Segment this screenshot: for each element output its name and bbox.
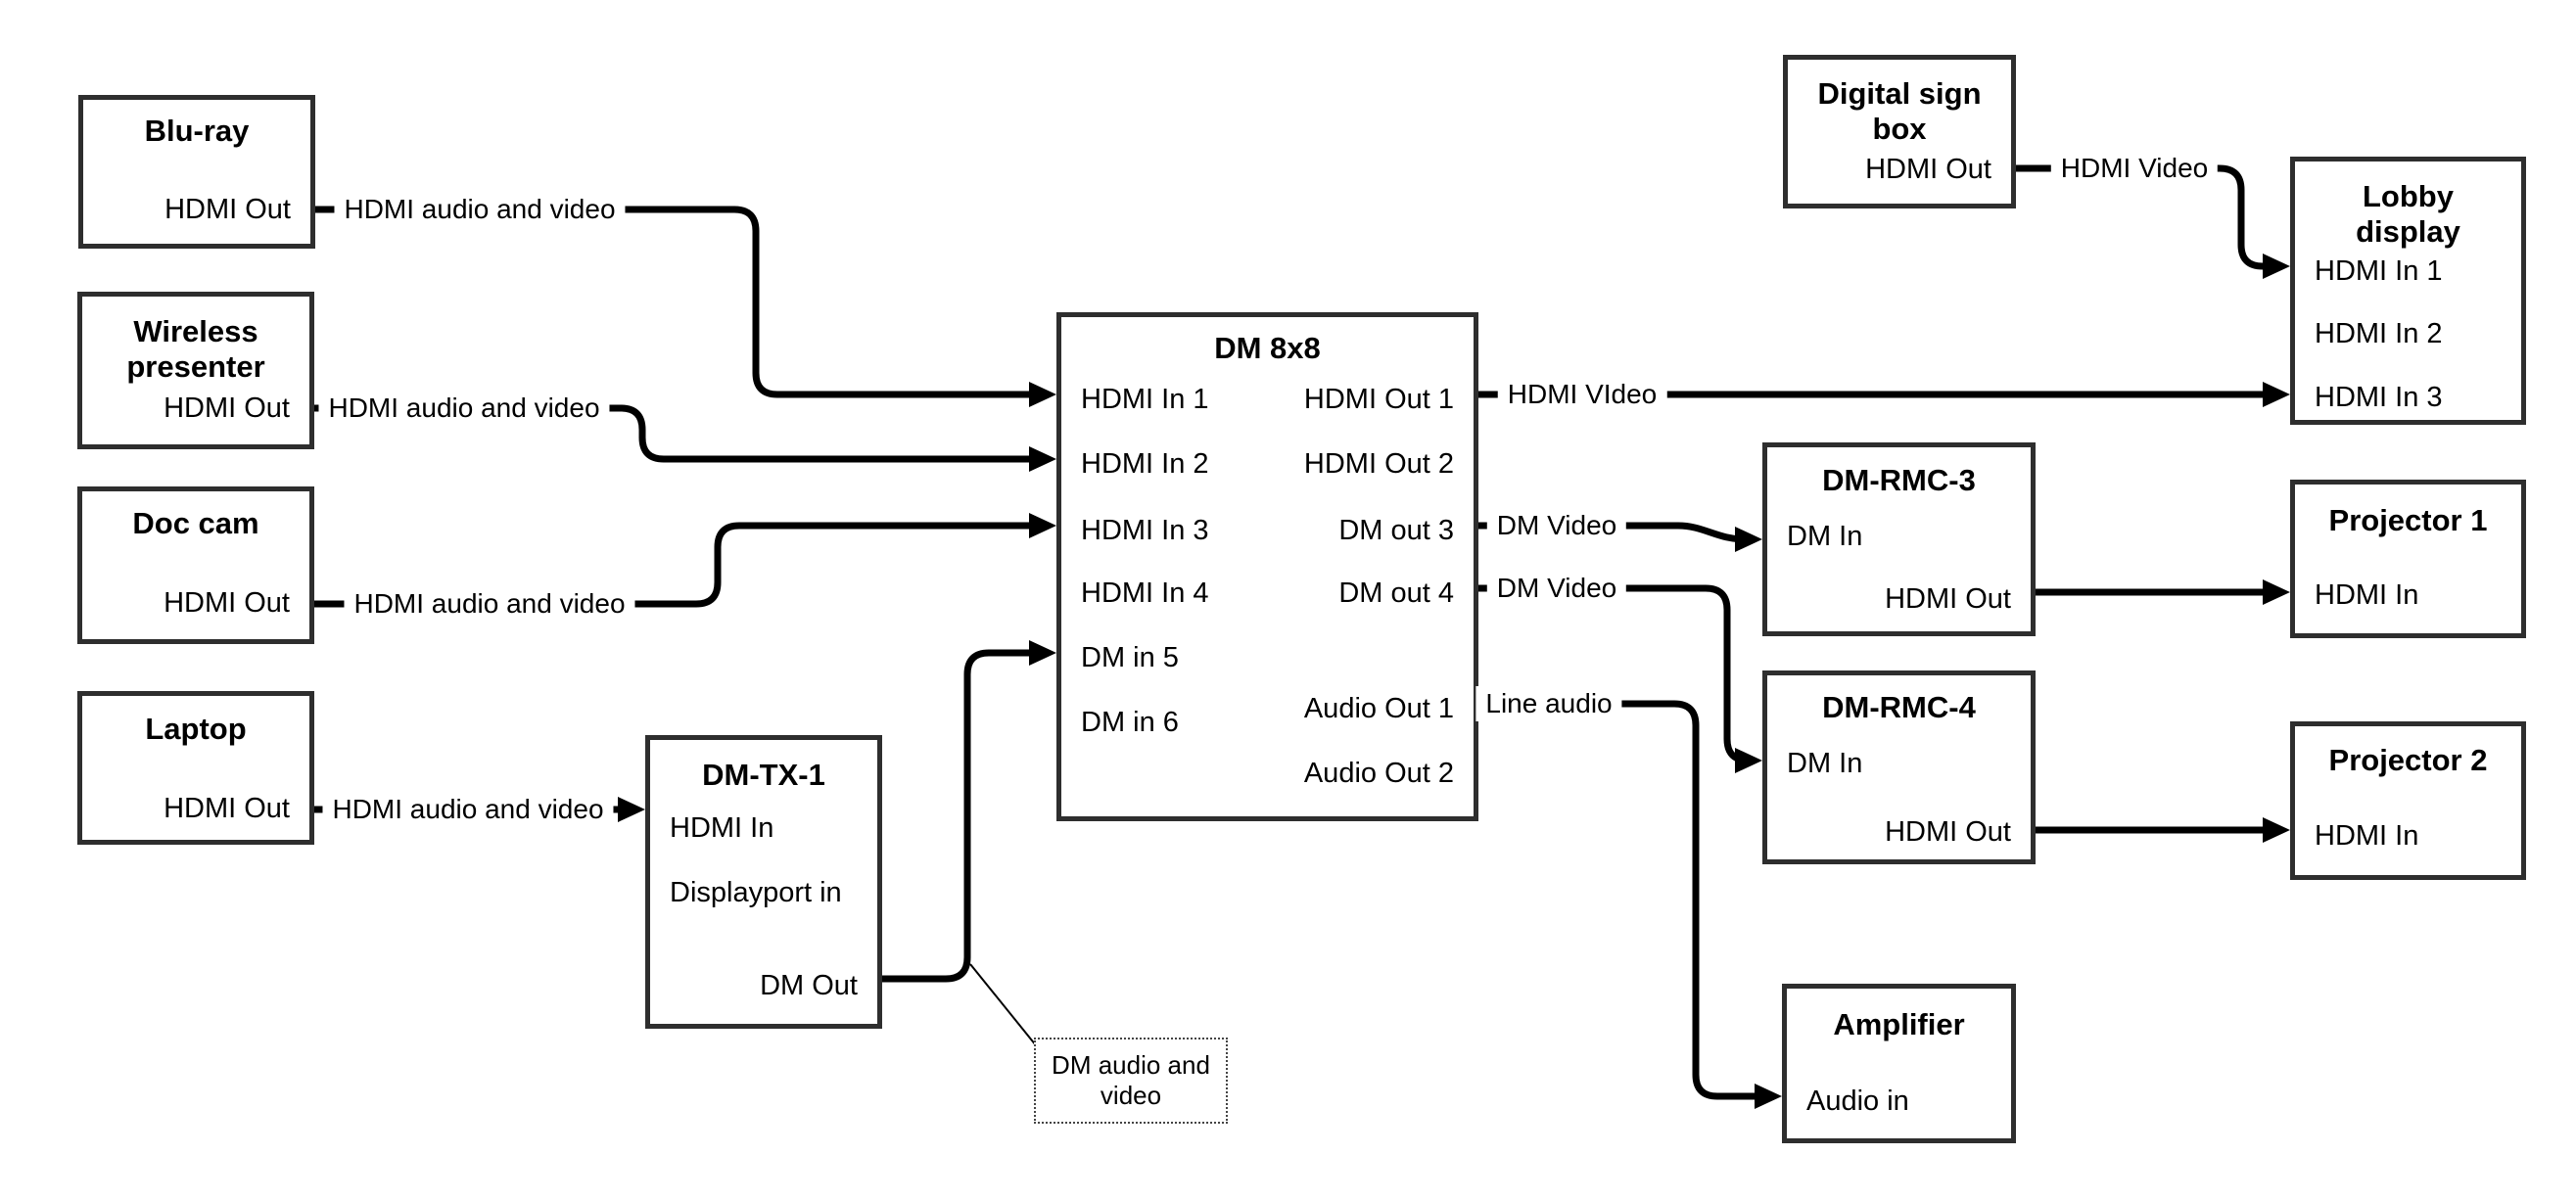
arrowheads [618,254,2290,1109]
note-callout-line [969,963,1037,1046]
node-doc-cam: Doc cam HDMI Out [77,486,314,644]
node-amplifier: Amplifier Audio in [1782,984,2016,1143]
port-hdmi-in-1: HDMI In 1 [1081,384,1209,415]
port-hdmi-out-2: HDMI Out 2 [1303,448,1454,480]
port-hdmi-in-2: HDMI In 2 [1081,448,1209,480]
node-title: DM-RMC-4 [1822,690,1976,724]
node-title: DM-TX-1 [702,758,825,792]
node-digital-sign-box: Digital sign box HDMI Out [1783,55,2016,208]
arrowhead [1735,748,1762,773]
connector-doccam-to-hdmi-in-3 [314,522,1036,608]
port-hdmi-in: HDMI In [2315,820,2419,852]
node-lobby-display: Lobby display HDMI In 1 HDMI In 2 HDMI I… [2290,157,2526,425]
arrowhead [618,797,645,822]
node-title: Digital sign box [1817,76,1982,146]
arrowhead [1735,527,1762,552]
node-dm-rmc-4: DM-RMC-4 DM In HDMI Out [1762,670,2036,864]
port-hdmi-in-4: HDMI In 4 [1081,577,1209,609]
arrowhead [1029,640,1056,666]
connection-label-dm-video-out3: DM Video [1486,508,1627,543]
port-hdmi-in-3: HDMI In 3 [2315,382,2443,413]
port-hdmi-out: HDMI Out [1885,583,2011,615]
node-laptop: Laptop HDMI Out [77,691,314,845]
node-dm-tx-1: DM-TX-1 HDMI In Displayport in DM Out [645,735,882,1029]
note-dm-audio-and-video: DM audio and video [1034,1038,1228,1124]
connector-digitalsign-to-lobby [2016,164,2272,270]
node-projector-2: Projector 2 HDMI In [2290,721,2526,880]
node-projector-1: Projector 1 HDMI In [2290,480,2526,638]
connector-wireless-to-hdmi-in-2 [314,404,1036,463]
connector-bluray-to-hdmi-in-1 [314,206,1036,398]
arrowhead [2263,817,2290,843]
port-hdmi-out: HDMI Out [164,587,290,619]
connection-label-wireless: HDMI audio and video [318,391,610,426]
arrowhead [2263,254,2290,279]
connection-label-bluray: HDMI audio and video [334,192,626,227]
node-title: Lobby display [2356,179,2460,249]
node-wireless-presenter: Wireless presenter HDMI Out [77,292,314,449]
connector-dmtx1-to-dm-in-5 [882,649,1036,983]
port-hdmi-in: HDMI In [670,812,774,844]
note-text: DM audio and video [1052,1050,1210,1110]
port-hdmi-out: HDMI Out [164,793,290,824]
connection-label-line-audio: Line audio [1475,686,1622,721]
connection-label-hdmi-video-sign: HDMI Video [2050,151,2219,186]
connector-dm-out-4-to-rmc4 [1478,584,1750,764]
arrowhead [2263,382,2290,407]
arrowhead [1755,1084,1782,1109]
node-title: Laptop [145,712,247,746]
port-dm-in: DM In [1787,748,1863,779]
node-title: Amplifier [1833,1007,1965,1041]
port-hdmi-out: HDMI Out [1865,154,1991,185]
connection-label-dm-video-out4: DM Video [1486,571,1627,606]
arrowhead [1029,382,1056,407]
port-hdmi-out: HDMI Out [1885,816,2011,848]
node-title: Projector 2 [2328,743,2488,777]
port-hdmi-in-1: HDMI In 1 [2315,255,2443,287]
port-hdmi-out: HDMI Out [164,194,291,225]
port-dm-out-3: DM out 3 [1338,515,1454,546]
port-dm-out: DM Out [760,970,858,1001]
node-title: DM-RMC-3 [1822,463,1976,497]
arrowhead [1029,513,1056,538]
node-dm-rmc-3: DM-RMC-3 DM In HDMI Out [1762,442,2036,636]
connector-audio-out-1-to-amplifier [1478,700,1762,1100]
port-hdmi-out-1: HDMI Out 1 [1303,384,1454,415]
node-dm-8x8: DM 8x8 HDMI In 1 HDMI In 2 HDMI In 3 HDM… [1056,312,1478,821]
node-title: Projector 1 [2328,503,2488,537]
connection-label-hdmi-video-out1: HDMI VIdeo [1497,377,1667,412]
connection-label-laptop: HDMI audio and video [322,792,614,827]
arrowhead [2263,579,2290,605]
port-audio-out-2: Audio Out 2 [1303,758,1454,789]
port-dm-out-4: DM out 4 [1338,577,1454,609]
port-displayport-in: Displayport in [670,877,842,908]
node-title: Doc cam [132,506,259,540]
node-title: DM 8x8 [1214,331,1321,365]
port-hdmi-in-3: HDMI In 3 [1081,515,1209,546]
port-dm-in-6: DM in 6 [1081,707,1179,738]
connection-label-doccam: HDMI audio and video [344,586,635,622]
node-bluray: Blu-ray HDMI Out [78,95,315,249]
node-title: Wireless presenter [126,314,265,384]
port-hdmi-out: HDMI Out [164,393,290,424]
arrowhead [1029,446,1056,472]
node-title: Blu-ray [144,114,250,148]
port-audio-in: Audio in [1806,1086,1909,1117]
port-dm-in-5: DM in 5 [1081,642,1179,673]
port-hdmi-in: HDMI In [2315,579,2419,611]
port-dm-in: DM In [1787,521,1863,552]
port-audio-out-1: Audio Out 1 [1303,693,1454,724]
port-hdmi-in-2: HDMI In 2 [2315,318,2443,349]
